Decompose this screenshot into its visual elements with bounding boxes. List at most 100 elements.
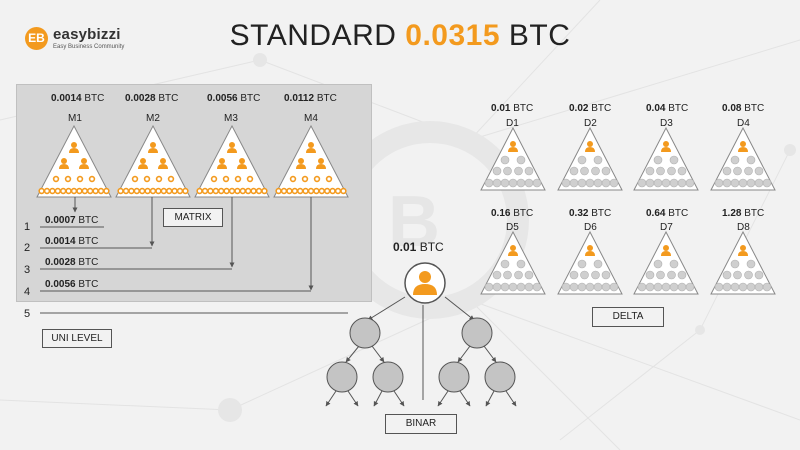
coin-icon bbox=[763, 283, 771, 291]
coin-icon bbox=[132, 176, 138, 182]
coin-icon bbox=[662, 179, 670, 187]
coin-icon bbox=[594, 260, 602, 268]
coin-icon bbox=[562, 179, 570, 187]
coin-icon bbox=[586, 283, 594, 291]
coin-icon bbox=[235, 176, 241, 182]
binar-label: BINAR bbox=[385, 414, 457, 434]
coin-icon bbox=[533, 179, 541, 187]
coin-icon bbox=[77, 176, 83, 182]
delta-d8-name: D8 bbox=[737, 222, 750, 233]
delta-d4-price: 0.08 BTC bbox=[722, 103, 764, 114]
coin-icon bbox=[509, 179, 517, 187]
coin-icon bbox=[592, 271, 600, 279]
delta-d3-name: D3 bbox=[660, 118, 673, 129]
coin-icon bbox=[747, 179, 755, 187]
coin-icon bbox=[654, 179, 662, 187]
coin-icon bbox=[302, 176, 308, 182]
coin-icon bbox=[493, 167, 501, 175]
uni-level-num-4: 4 bbox=[24, 286, 30, 298]
coin-icon bbox=[89, 176, 95, 182]
matrix-pyramid-m3 bbox=[195, 126, 269, 197]
coin-icon bbox=[646, 179, 654, 187]
coin-icon bbox=[223, 176, 229, 182]
coin-icon bbox=[578, 260, 586, 268]
coin-icon bbox=[638, 179, 646, 187]
coin-icon bbox=[578, 156, 586, 164]
coin-icon bbox=[314, 176, 320, 182]
coin-icon bbox=[678, 271, 686, 279]
coin-icon bbox=[581, 167, 589, 175]
coin-icon bbox=[739, 283, 747, 291]
binar-node-l2-2 bbox=[373, 362, 403, 392]
coin-icon bbox=[755, 283, 763, 291]
coin-icon bbox=[734, 271, 742, 279]
coin-icon bbox=[662, 283, 670, 291]
coin-icon bbox=[182, 188, 188, 194]
coin-icon bbox=[715, 179, 723, 187]
binar-node-l2-1 bbox=[327, 362, 357, 392]
delta-d7-name: D7 bbox=[660, 222, 673, 233]
delta-d2-price: 0.02 BTC bbox=[569, 103, 611, 114]
coin-icon bbox=[646, 283, 654, 291]
coin-icon bbox=[594, 179, 602, 187]
coin-icon bbox=[65, 176, 71, 182]
coin-icon bbox=[646, 167, 654, 175]
coin-icon bbox=[745, 167, 753, 175]
coin-icon bbox=[678, 167, 686, 175]
coin-icon bbox=[592, 167, 600, 175]
coin-icon bbox=[668, 271, 676, 279]
coin-icon bbox=[485, 179, 493, 187]
coin-icon bbox=[755, 179, 763, 187]
coin-icon bbox=[723, 271, 731, 279]
coin-icon bbox=[670, 179, 678, 187]
coin-icon bbox=[715, 283, 723, 291]
coin-icon bbox=[731, 156, 739, 164]
coin-icon bbox=[525, 167, 533, 175]
coin-icon bbox=[509, 283, 517, 291]
coin-icon bbox=[247, 176, 253, 182]
coin-icon bbox=[745, 271, 753, 279]
coin-icon bbox=[493, 271, 501, 279]
coin-icon bbox=[610, 179, 618, 187]
coin-icon bbox=[211, 176, 217, 182]
coin-icon bbox=[525, 283, 533, 291]
coin-icon bbox=[763, 179, 771, 187]
coin-icon bbox=[731, 260, 739, 268]
coin-icon bbox=[515, 167, 523, 175]
binar-node-l2-4 bbox=[485, 362, 515, 392]
coin-icon bbox=[581, 271, 589, 279]
coin-icon bbox=[734, 167, 742, 175]
coin-icon bbox=[501, 260, 509, 268]
coin-icon bbox=[602, 179, 610, 187]
coin-icon bbox=[517, 156, 525, 164]
coin-icon bbox=[570, 271, 578, 279]
coin-icon bbox=[686, 179, 694, 187]
coin-icon bbox=[517, 179, 525, 187]
coin-icon bbox=[525, 179, 533, 187]
coin-icon bbox=[103, 188, 109, 194]
uni-level-4-price: 0.0056 BTC bbox=[45, 279, 98, 290]
delta-d4-name: D4 bbox=[737, 118, 750, 129]
matrix-label: MATRIX bbox=[163, 208, 223, 227]
coin-icon bbox=[517, 260, 525, 268]
delta-d5-name: D5 bbox=[506, 222, 519, 233]
coin-icon bbox=[501, 156, 509, 164]
coin-icon bbox=[646, 271, 654, 279]
coin-icon bbox=[144, 176, 150, 182]
matrix-pyramid-m4 bbox=[274, 126, 348, 197]
uni-level-1-price: 0.0007 BTC bbox=[45, 215, 98, 226]
coin-icon bbox=[670, 156, 678, 164]
coin-icon bbox=[602, 283, 610, 291]
uni-level-label: UNI LEVEL bbox=[42, 329, 112, 348]
coin-icon bbox=[747, 260, 755, 268]
coin-icon bbox=[290, 176, 296, 182]
delta-label: DELTA bbox=[592, 307, 664, 327]
coin-icon bbox=[578, 283, 586, 291]
coin-icon bbox=[731, 283, 739, 291]
coin-icon bbox=[610, 283, 618, 291]
coin-icon bbox=[525, 271, 533, 279]
coin-icon bbox=[755, 167, 763, 175]
binar-price: 0.01 BTC bbox=[393, 240, 444, 254]
matrix-pyramid-m1 bbox=[37, 126, 111, 197]
